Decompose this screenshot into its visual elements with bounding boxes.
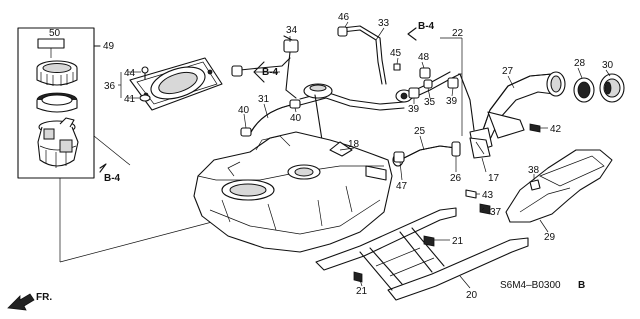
label-41: 41 bbox=[124, 94, 136, 105]
ref-b4-label-2: B-4 bbox=[418, 21, 435, 32]
label-26: 26 bbox=[450, 173, 462, 184]
fuel-pump-module bbox=[37, 117, 79, 168]
fuel-cap-30 bbox=[599, 73, 625, 103]
label-17: 17 bbox=[488, 173, 500, 184]
label-45: 45 bbox=[390, 48, 402, 59]
ref-arrow-b4-3 bbox=[99, 163, 107, 173]
diagram-code: S6M4–B0300 bbox=[500, 280, 561, 291]
label-29: 29 bbox=[544, 232, 556, 243]
label-20: 20 bbox=[466, 290, 478, 301]
ref-b4-label-3: B-4 bbox=[104, 173, 121, 184]
label-40a: 40 bbox=[238, 105, 250, 116]
label-33: 33 bbox=[378, 18, 390, 29]
label-48: 48 bbox=[418, 52, 430, 63]
bolt-21a bbox=[423, 235, 435, 247]
clip-47 bbox=[393, 151, 405, 163]
label-21a: 21 bbox=[452, 236, 464, 247]
callout-labels: 50 49 36 44 41 34 46 33 45 48 22 27 28 3… bbox=[36, 12, 614, 303]
clip-26 bbox=[451, 141, 461, 157]
front-label: FR. bbox=[36, 292, 52, 303]
filler-ring-28 bbox=[573, 77, 595, 103]
bolt-42 bbox=[529, 123, 541, 133]
filler-pipe-27 bbox=[469, 71, 566, 153]
label-27: 27 bbox=[502, 66, 514, 77]
diagram-code-suffix: B bbox=[578, 280, 585, 291]
label-43: 43 bbox=[482, 190, 494, 201]
fuel-tank bbox=[193, 131, 393, 253]
label-50: 50 bbox=[49, 28, 61, 39]
ref-arrow-b4-1 bbox=[253, 61, 280, 83]
breather-pipe-33 bbox=[337, 25, 387, 85]
label-31: 31 bbox=[258, 94, 270, 105]
label-22: 22 bbox=[452, 28, 464, 39]
label-42: 42 bbox=[550, 124, 562, 135]
label-34: 34 bbox=[286, 25, 298, 36]
vent-pipe-assembly bbox=[231, 35, 405, 151]
label-38: 38 bbox=[528, 165, 540, 176]
tank-strap-frame bbox=[315, 207, 529, 301]
leader-lines bbox=[243, 21, 611, 289]
access-plate bbox=[129, 57, 223, 111]
label-39b: 39 bbox=[446, 96, 458, 107]
clip-45 bbox=[393, 63, 401, 71]
ref-b4-label-1: B-4 bbox=[262, 67, 279, 78]
label-44: 44 bbox=[124, 68, 136, 79]
clip-39b bbox=[447, 77, 459, 89]
label-25: 25 bbox=[414, 126, 426, 137]
label-28: 28 bbox=[574, 58, 586, 69]
pump-gasket bbox=[36, 92, 78, 113]
clip-40b bbox=[289, 99, 301, 109]
pump-ring-nut bbox=[36, 60, 78, 86]
label-46: 46 bbox=[338, 12, 350, 23]
label-35: 35 bbox=[424, 97, 436, 108]
label-40b: 40 bbox=[290, 113, 302, 124]
front-arrow-icon bbox=[7, 293, 35, 311]
heat-shield-29 bbox=[505, 149, 613, 223]
screw-44 bbox=[141, 66, 149, 80]
label-37: 37 bbox=[490, 207, 502, 218]
label-47: 47 bbox=[396, 181, 408, 192]
clip-17 bbox=[469, 137, 491, 159]
clip-38 bbox=[529, 179, 541, 191]
ref-arrow-b4-2 bbox=[407, 27, 417, 41]
label-21b: 21 bbox=[356, 286, 368, 297]
label-39a: 39 bbox=[408, 104, 420, 115]
bolt-37 bbox=[479, 203, 491, 215]
clip-43 bbox=[465, 189, 477, 199]
fuel-pump-box bbox=[17, 27, 251, 263]
label-18: 18 bbox=[348, 139, 360, 150]
label-49: 49 bbox=[103, 41, 115, 52]
clip-48 bbox=[419, 67, 431, 79]
bolt-21b bbox=[353, 271, 363, 283]
label-36: 36 bbox=[104, 81, 116, 92]
gasket-41 bbox=[139, 94, 151, 102]
label-30: 30 bbox=[602, 60, 614, 71]
clip-35 bbox=[423, 79, 433, 89]
clip-40a bbox=[240, 127, 252, 137]
clip-39a bbox=[408, 87, 420, 99]
